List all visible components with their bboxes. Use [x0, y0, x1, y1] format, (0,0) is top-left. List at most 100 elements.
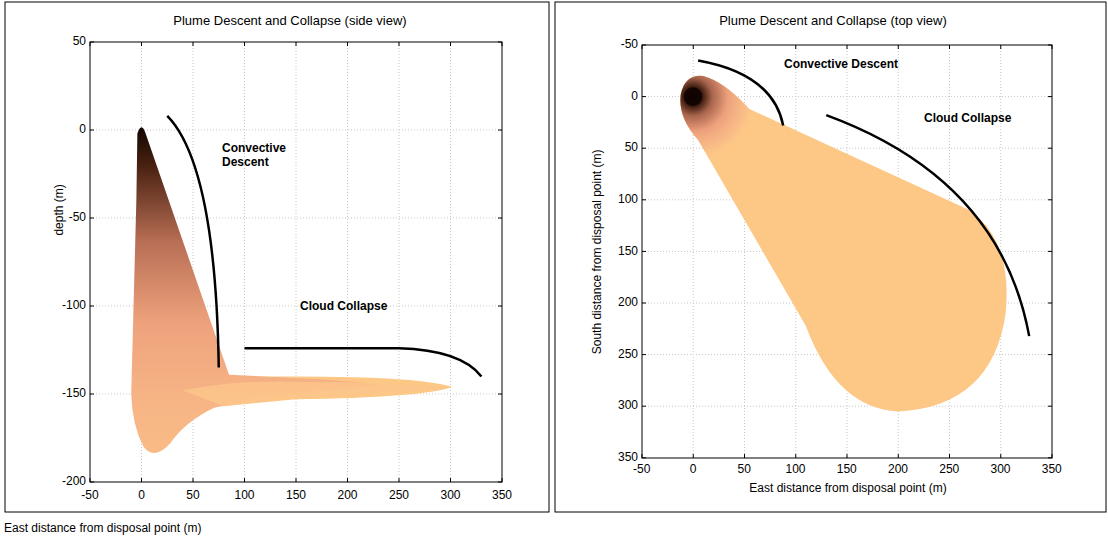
tick-mark — [795, 45, 796, 49]
tick-label: -50 — [621, 38, 638, 52]
annotation: Cloud Collapse — [300, 300, 387, 314]
tick-mark — [1048, 406, 1052, 407]
tick-mark — [898, 45, 899, 49]
plot-frame — [90, 42, 502, 482]
grid-line — [399, 42, 400, 482]
tick-mark — [399, 42, 400, 46]
axis-title: South distance from disposal point (m) — [591, 150, 605, 355]
tick-mark — [90, 218, 94, 219]
grid-line — [450, 42, 451, 482]
tick-mark — [296, 42, 297, 46]
tick-label: 350 — [492, 489, 512, 503]
chart-title: Plume Descent and Collapse (top view) — [719, 14, 947, 29]
grid — [90, 42, 1052, 482]
tick-mark — [193, 478, 194, 482]
tick-mark — [399, 478, 400, 482]
tick-label: 0 — [631, 90, 638, 104]
tick-mark — [1000, 45, 1001, 49]
tick-mark — [847, 45, 848, 49]
tick-mark — [498, 130, 502, 131]
tick-mark — [898, 454, 899, 458]
tick-mark — [642, 251, 646, 252]
tick-label: 0 — [79, 123, 86, 137]
tick-label: -200 — [62, 475, 86, 489]
tick-mark — [90, 394, 94, 395]
annotation: Convective Descent — [784, 58, 898, 72]
tick-label: 50 — [738, 463, 751, 477]
tick-label: -150 — [62, 387, 86, 401]
tick-label: 200 — [337, 489, 357, 503]
tick-label: 250 — [618, 348, 638, 362]
tick-mark — [642, 199, 646, 200]
annotation: Convective Descent — [222, 142, 298, 170]
tick-label: 200 — [618, 296, 638, 310]
tick-mark — [141, 42, 142, 46]
tick-mark — [642, 406, 646, 407]
tick-mark — [1048, 199, 1052, 200]
tick-label: 0 — [138, 489, 145, 503]
tick-mark — [244, 42, 245, 46]
tick-mark — [1048, 354, 1052, 355]
tick-label: 300 — [440, 489, 460, 503]
tick-label: 150 — [286, 489, 306, 503]
tick-mark — [1048, 96, 1052, 97]
tick-mark — [744, 45, 745, 49]
panel-frame — [5, 2, 549, 512]
tick-label: 100 — [618, 193, 638, 207]
grid-line — [296, 42, 297, 482]
tick-mark — [642, 303, 646, 304]
tick-mark — [90, 130, 94, 131]
panel-frame — [555, 2, 1106, 512]
tick-label: 150 — [837, 463, 857, 477]
tick-label: 150 — [618, 245, 638, 259]
grid-line — [642, 406, 1052, 407]
tick-label: 50 — [625, 141, 638, 155]
tick-mark — [296, 478, 297, 482]
tick-mark — [498, 306, 502, 307]
tick-mark — [1048, 148, 1052, 149]
grid-line — [347, 42, 348, 482]
tick-label: -50 — [69, 211, 86, 225]
tick-mark — [949, 45, 950, 49]
tick-label: 50 — [186, 489, 199, 503]
tick-mark — [1048, 251, 1052, 252]
tick-label: -50 — [633, 463, 650, 477]
tick-mark — [141, 478, 142, 482]
tick-mark — [244, 478, 245, 482]
tick-mark — [744, 454, 745, 458]
tick-mark — [1000, 454, 1001, 458]
chart-title: Plume Descent and Collapse (side view) — [173, 14, 406, 29]
tick-mark — [642, 354, 646, 355]
grid-line — [90, 130, 502, 131]
axis-title: East distance from disposal point (m) — [749, 482, 946, 496]
tick-label: 300 — [990, 463, 1010, 477]
tick-label: 100 — [785, 463, 805, 477]
top-plume — [642, 49, 1029, 411]
tick-mark — [90, 306, 94, 307]
axis-title: East distance from disposal point (m) — [4, 522, 201, 536]
tick-label: -100 — [62, 299, 86, 313]
tick-mark — [642, 96, 646, 97]
plot-frame — [642, 45, 1052, 458]
tick-mark — [1048, 303, 1052, 304]
tick-mark — [642, 148, 646, 149]
tick-mark — [847, 454, 848, 458]
tick-mark — [693, 454, 694, 458]
tick-label: 0 — [690, 463, 697, 477]
tick-label: 200 — [888, 463, 908, 477]
tick-mark — [795, 454, 796, 458]
tick-mark — [949, 454, 950, 458]
annotation: Cloud Collapse — [924, 112, 1011, 126]
tick-label: 100 — [234, 489, 254, 503]
tick-label: 300 — [618, 399, 638, 413]
tick-label: -50 — [81, 489, 98, 503]
axis-title: depth (m) — [53, 184, 67, 235]
tick-label: 250 — [389, 489, 409, 503]
tick-mark — [498, 218, 502, 219]
tick-label: 250 — [939, 463, 959, 477]
tick-mark — [450, 478, 451, 482]
tick-mark — [347, 42, 348, 46]
grid-line — [244, 42, 245, 482]
tick-label: 50 — [73, 35, 86, 49]
tick-mark — [347, 478, 348, 482]
